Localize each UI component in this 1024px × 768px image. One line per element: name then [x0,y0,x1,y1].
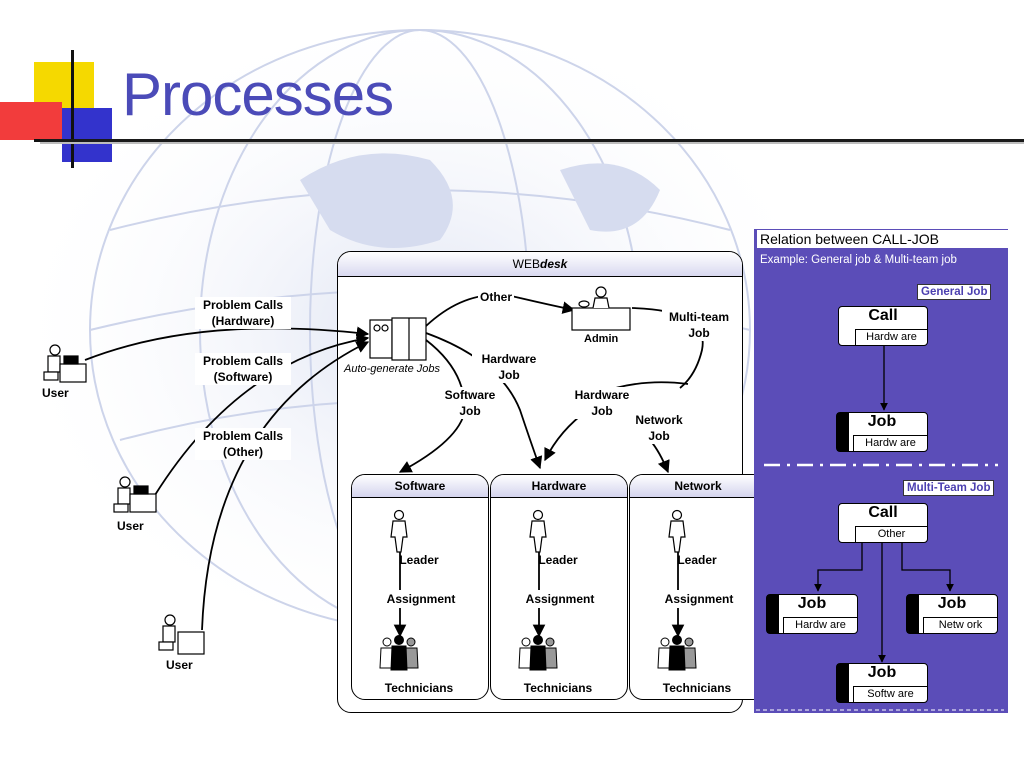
card-title: Call [868,307,898,324]
multi-team-job-tag: Multi-Team Job [903,480,995,496]
card-sub: Softw are [853,686,927,702]
admin-desk-icon [571,286,631,331]
user-desk-icon [158,614,205,655]
team-hardware: Hardware [490,474,628,700]
general-job-tag: General Job [917,284,992,300]
user-label: User [166,658,193,672]
card-sub: Hardw are [855,329,927,345]
relation-panel-subtitle: Example: General job & Multi-team job [760,254,957,266]
multi-job-card-software: Job Softw are [836,663,928,703]
general-job-card: Job Hardw are [836,412,928,452]
user-label: User [117,519,144,533]
webdesk-prefix: WEB [512,257,540,271]
webdesk-suffix: desk [539,257,568,271]
technicians-label: Technicians [384,681,454,695]
technicians-icon [518,635,558,671]
admin-label: Admin [584,333,619,345]
leader-icon [390,509,408,553]
card-title: Job [797,595,827,612]
logo-red-square [0,102,62,140]
card-sub: Hardw are [783,617,857,633]
card-title: Job [867,664,897,681]
card-marker [837,664,849,702]
leader-label: Leader [538,553,578,567]
webdesk-header: WEBdesk [338,252,742,277]
technicians-label: Technicians [662,681,732,695]
card-sub: Other [855,526,927,542]
problem-calls-software: Problem Calls(Software) [195,353,291,385]
technicians-label: Technicians [523,681,593,695]
multi-job-card-network: Job Netw ork [906,594,998,634]
multi-call-card: Call Other [838,503,928,543]
team-network: Network [629,474,767,700]
assignment-label: Assignment [495,591,625,607]
technicians-icon [379,635,419,671]
auto-generate-jobs-label: Auto-generate Jobs [344,363,441,375]
problem-calls-other: Problem Calls(Other) [195,428,291,460]
card-title: Job [867,413,897,430]
card-title: Job [937,595,967,612]
page-title: Processes [122,61,394,128]
team-name: Software [352,475,488,498]
multi-job-card-hardware: Job Hardw are [766,594,858,634]
card-sub: Hardw are [853,435,927,451]
title-rule [40,139,1024,142]
server-icon [369,317,427,361]
user-desk-icon [113,476,157,513]
leader-label: Leader [399,553,439,567]
leader-icon [668,509,686,553]
relation-panel-title: Relation between CALL-JOB [757,230,1010,248]
card-marker [767,595,779,633]
leader-icon [529,509,547,553]
team-software: Software [351,474,489,700]
team-name: Hardware [491,475,627,498]
flow-other-label: Other [478,289,515,305]
assignment-label: Assignment [356,591,486,607]
title-rule-shadow [40,142,1024,144]
card-title: Call [868,504,898,521]
card-sub: Netw ork [923,617,997,633]
team-name: Network [630,475,766,498]
user-label: User [42,386,69,400]
general-call-card: Call Hardw are [838,306,928,346]
user-desk-icon [43,344,87,383]
logo-blue-square [62,108,112,162]
card-marker [907,595,919,633]
problem-calls-hardware: Problem Calls(Hardware) [195,297,291,329]
card-marker [837,413,849,451]
assignment-label: Assignment [634,591,764,607]
technicians-icon [657,635,697,671]
logo-vertical-line [71,50,74,168]
leader-label: Leader [677,553,717,567]
